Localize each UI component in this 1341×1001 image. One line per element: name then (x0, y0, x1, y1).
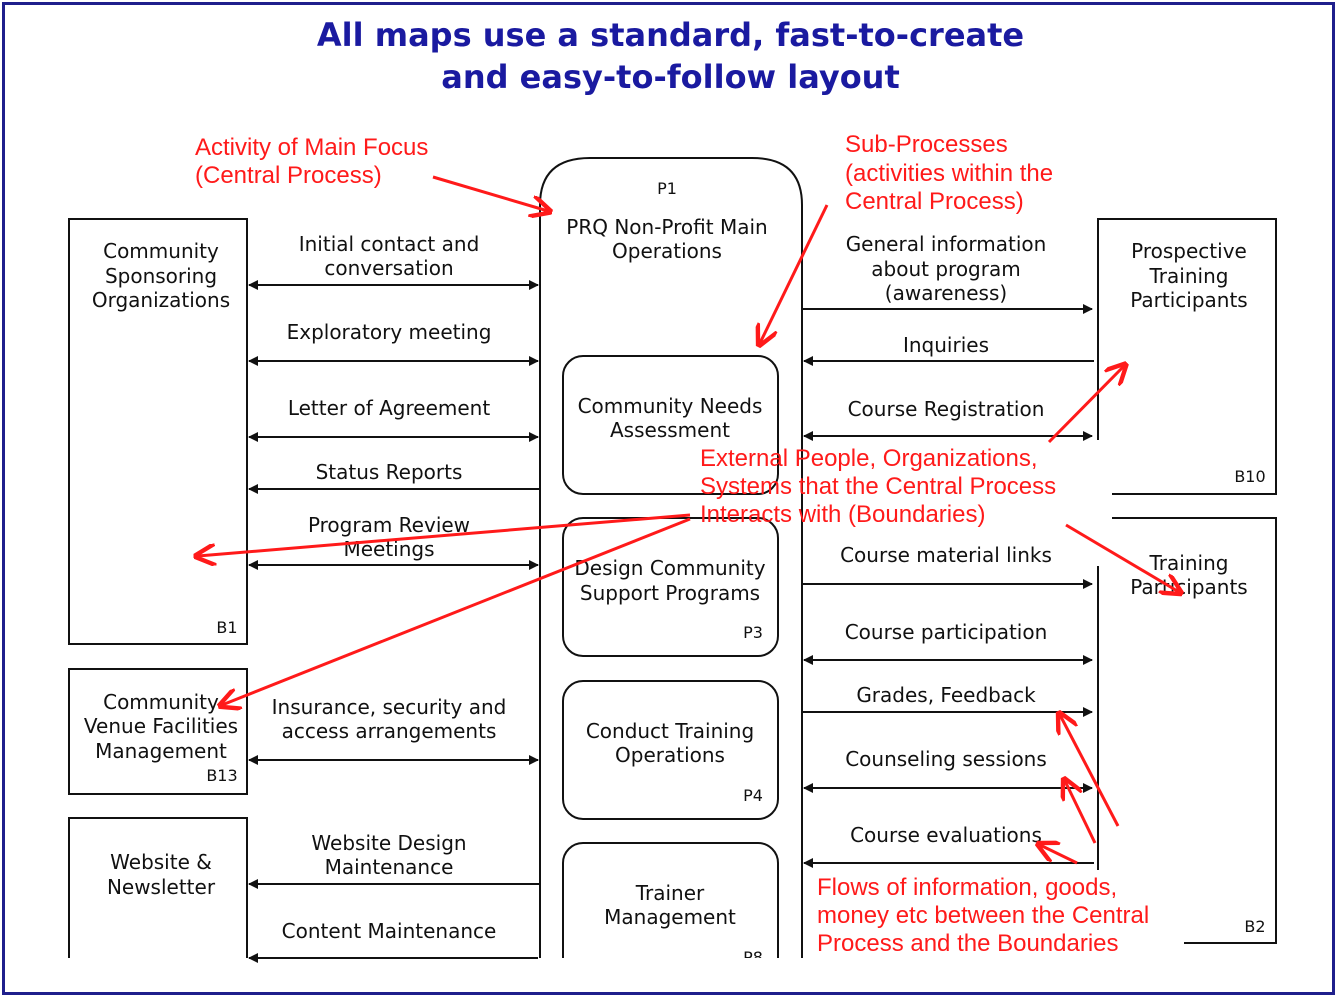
boundary-website-label-1: Website & (110, 850, 212, 874)
subprocess-box-trainer (562, 842, 779, 958)
flow-label-status: Status Reports (316, 460, 463, 484)
central-process-label-2: Operations (612, 239, 722, 263)
boundary-b13-id: B13 (206, 766, 237, 785)
boundary-b1-label-1: Community (103, 239, 219, 263)
flow-label-review-1: Program Review (308, 513, 470, 537)
boundary-b10-label-1: Prospective (1131, 239, 1247, 263)
annotation-main-focus-1: Activity of Main Focus (195, 134, 428, 161)
boundary-b1-label-3: Organizations (92, 288, 230, 312)
boundary-box-b13 (68, 668, 248, 795)
annotation-subprocess-1: Sub-Processes (845, 131, 1008, 158)
pointer-arrow-boundary-b2 (1065, 523, 1179, 592)
page-title-line-2: and easy-to-follow layout (441, 58, 900, 96)
boundary-b13-label-3: Management (95, 739, 227, 763)
boundary-website-label-2: Newsletter (107, 875, 216, 899)
flow-label-insurance-1: Insurance, security and (272, 695, 507, 719)
flow-label-registration: Course Registration (848, 397, 1045, 421)
boundary-b10-label-2: Training (1149, 264, 1229, 288)
annotation-flows-2: money etc between the Central (817, 902, 1149, 929)
boundary-b2-id: B2 (1244, 917, 1265, 936)
flow-label-material: Course material links (840, 543, 1052, 567)
subprocess-design-label-2: Support Programs (580, 581, 760, 605)
central-process-id: P1 (657, 179, 677, 198)
subprocess-conduct-label-1: Conduct Training (586, 719, 754, 743)
pointer-arrow-flow-grades (1060, 715, 1120, 827)
pointer-arrow-boundary-b13 (222, 517, 691, 705)
subprocess-design-id: P3 (743, 623, 763, 642)
subprocess-box-conduct (562, 680, 779, 820)
central-process-shape (539, 157, 803, 958)
subprocess-conduct-label-2: Operations (615, 743, 725, 767)
flow-label-exploratory: Exploratory meeting (287, 320, 492, 344)
flow-label-website-2: Maintenance (325, 855, 454, 879)
annotation-boundaries-3: Interacts with (Boundaries) (700, 501, 985, 528)
boundary-b13-label-1: Community (103, 690, 219, 714)
pointer-arrow-flow-evaluations (1040, 845, 1078, 865)
annotation-subprocess-2: (activities within the (845, 160, 1053, 187)
boundary-b10-label-3: Participants (1130, 288, 1247, 312)
flow-label-general-info-2: about program (871, 257, 1020, 281)
pointer-arrow-flow-counseling (1065, 781, 1097, 844)
flow-label-insurance-2: access arrangements (282, 719, 497, 743)
flow-label-initial-contact-1: Initial contact and (299, 232, 480, 256)
pointer-arrow-subprocess (760, 204, 829, 343)
central-process-label-1: PRQ Non-Profit Main (566, 215, 767, 239)
boundary-box-website (68, 817, 248, 958)
page-title-line-1: All maps use a standard, fast-to-create (316, 16, 1025, 54)
annotation-flows-1: Flows of information, goods, (817, 874, 1117, 901)
boundary-b1-label-2: Sponsoring (105, 264, 217, 288)
annotation-main-focus-2: (Central Process) (195, 162, 382, 189)
annotation-flows-3: Process and the Boundaries (817, 930, 1119, 957)
subprocess-needs-label-1: Community Needs (578, 394, 763, 418)
subprocess-design-label-1: Design Community (574, 556, 765, 580)
annotation-subprocess-3: Central Process) (845, 188, 1024, 215)
pointer-arrow-boundary-b1 (198, 513, 691, 556)
boundary-b13-label-2: Venue Facilities (84, 714, 238, 738)
annotation-boundaries-1: External People, Organizations, (700, 445, 1038, 472)
flow-label-grades: Grades, Feedback (856, 683, 1036, 707)
subprocess-needs-label-2: Assessment (610, 418, 730, 442)
subprocess-trainer-label-1: Trainer (635, 881, 705, 905)
flow-label-content: Content Maintenance (282, 919, 497, 943)
boundary-b10-id: B10 (1234, 467, 1265, 486)
boundary-b1-id: B1 (216, 618, 237, 637)
subprocess-conduct-id: P4 (743, 786, 763, 805)
flow-label-general-info-1: General information (846, 232, 1047, 256)
subprocess-box-needs (562, 355, 779, 495)
flow-label-counseling: Counseling sessions (845, 747, 1047, 771)
boundary-box-b10 (1097, 218, 1277, 495)
annotation-boundaries-2: Systems that the Central Process (700, 473, 1056, 500)
subprocess-trainer-id: P8 (743, 948, 763, 967)
pointer-arrow-main-focus (432, 175, 548, 211)
boundary-b2-label-2: Participants (1130, 575, 1247, 599)
boundary-box-b2 (1097, 517, 1277, 944)
flow-label-initial-contact-2: conversation (324, 256, 453, 280)
boundary-b2-label-1: Training (1149, 551, 1229, 575)
boundary-box-b1 (68, 218, 248, 645)
flow-label-participation: Course participation (845, 620, 1048, 644)
subprocess-trainer-label-2: Management (604, 905, 736, 929)
pointer-arrow-boundary-b10 (1047, 366, 1124, 444)
flow-label-evaluations: Course evaluations (850, 823, 1042, 847)
flow-label-general-info-3: (awareness) (885, 281, 1007, 305)
flow-label-inquiries: Inquiries (903, 333, 989, 357)
flow-label-letter: Letter of Agreement (288, 396, 491, 420)
flow-label-website-1: Website Design (311, 831, 466, 855)
